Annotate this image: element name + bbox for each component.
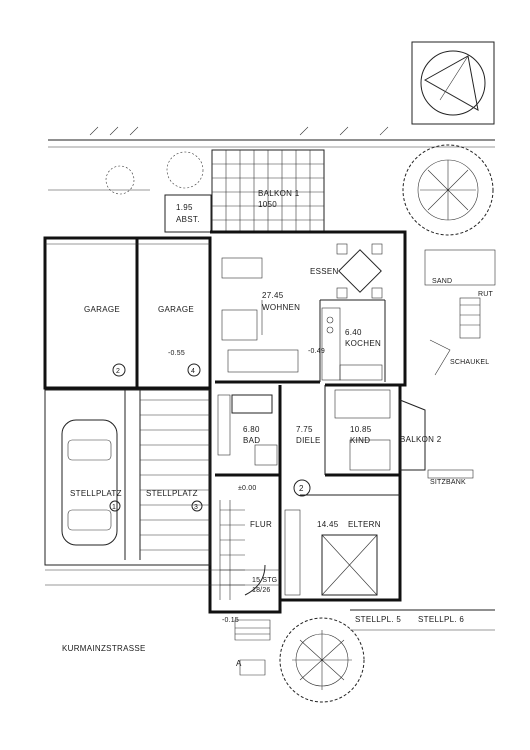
bottom-level: -0.15 (222, 617, 239, 624)
tree-top-right-icon (402, 144, 494, 236)
wohnen-area-value: 27.45 (262, 291, 284, 300)
garage-level: -0.55 (168, 350, 185, 357)
stellplatz-mid-label: STELLPLATZ (146, 489, 198, 498)
garage-right-number: 4 (191, 368, 195, 375)
kind-area-value: 10.85 (350, 425, 372, 434)
balkon1-area-value: 1050 (258, 200, 277, 209)
stairs-ratio: 18/26 (252, 587, 271, 594)
kochen-label: KOCHEN (345, 339, 381, 348)
kochen-level: -0.49 (308, 348, 325, 355)
bad-label: BAD (243, 436, 260, 445)
section-a-label: A (236, 659, 242, 668)
sand-label: SAND (432, 278, 452, 285)
north-arrow-icon (411, 41, 495, 125)
bad-area-value: 6.80 (243, 425, 260, 434)
balkon1-label: BALKON 1 (258, 189, 300, 198)
diele-area-value: 7.75 (296, 425, 313, 434)
eltern-bed (284, 509, 378, 596)
room-labels: BALKON 1 1050 1.95 ABST. GARAGE GARAGE 2… (62, 189, 494, 668)
garage-right-label: GARAGE (158, 305, 194, 314)
abst-area-value: 1.95 (176, 203, 193, 212)
tree-bottom-icon (279, 617, 365, 703)
house-walls (208, 230, 407, 614)
eltern-label: ELTERN (348, 520, 381, 529)
entrance-steps (234, 619, 271, 676)
entry-marker: 2 (299, 484, 304, 493)
living-furniture (221, 257, 299, 373)
kitchen-counter (321, 307, 383, 381)
shrub-icon (105, 151, 204, 195)
balkon1-area (211, 149, 325, 233)
car-icon (61, 419, 118, 546)
abst-room (164, 194, 212, 233)
balkon2-area (399, 399, 426, 471)
eltern-area-value: 14.45 (317, 520, 339, 529)
staircase (219, 500, 266, 600)
rut-label: RUT (478, 291, 494, 298)
parking-5-6 (350, 609, 495, 631)
dining-table (336, 243, 383, 299)
playground (424, 249, 496, 479)
stairs-count: 15 STG (252, 577, 277, 584)
kind-furniture (334, 389, 391, 471)
stellplatz-area (44, 389, 280, 586)
balkon2-label: BALKON 2 (400, 435, 442, 444)
wohnen-label: WOHNEN (262, 303, 300, 312)
sitzbank-label: SITZBANK (430, 479, 466, 486)
stellplatz5-label: STELLPL. 5 (355, 615, 401, 624)
garden-fence (48, 126, 495, 191)
garage-left-label: GARAGE (84, 305, 120, 314)
street-label: KURMAINZSTRASSE (62, 644, 146, 653)
essen-label: ESSEN (310, 267, 339, 276)
abst-label: ABST. (176, 215, 200, 224)
garage-left-number: 2 (116, 368, 120, 375)
flur-label: FLUR (250, 520, 272, 529)
schaukel-label: SCHAUKEL (450, 359, 489, 366)
stellplatz-left-label: STELLPLATZ (70, 489, 122, 498)
stellplatz-mid-number: 3 (194, 504, 198, 511)
entry-level: ±0.00 (238, 485, 256, 492)
stellplatz-left-number: 1 (112, 504, 116, 511)
diele-label: DIELE (296, 436, 321, 445)
bath-fixtures (217, 394, 278, 466)
garages (43, 236, 212, 390)
kind-label: KIND (350, 436, 370, 445)
stellplatz6-label: STELLPL. 6 (418, 615, 464, 624)
kochen-area-value: 6.40 (345, 328, 362, 337)
